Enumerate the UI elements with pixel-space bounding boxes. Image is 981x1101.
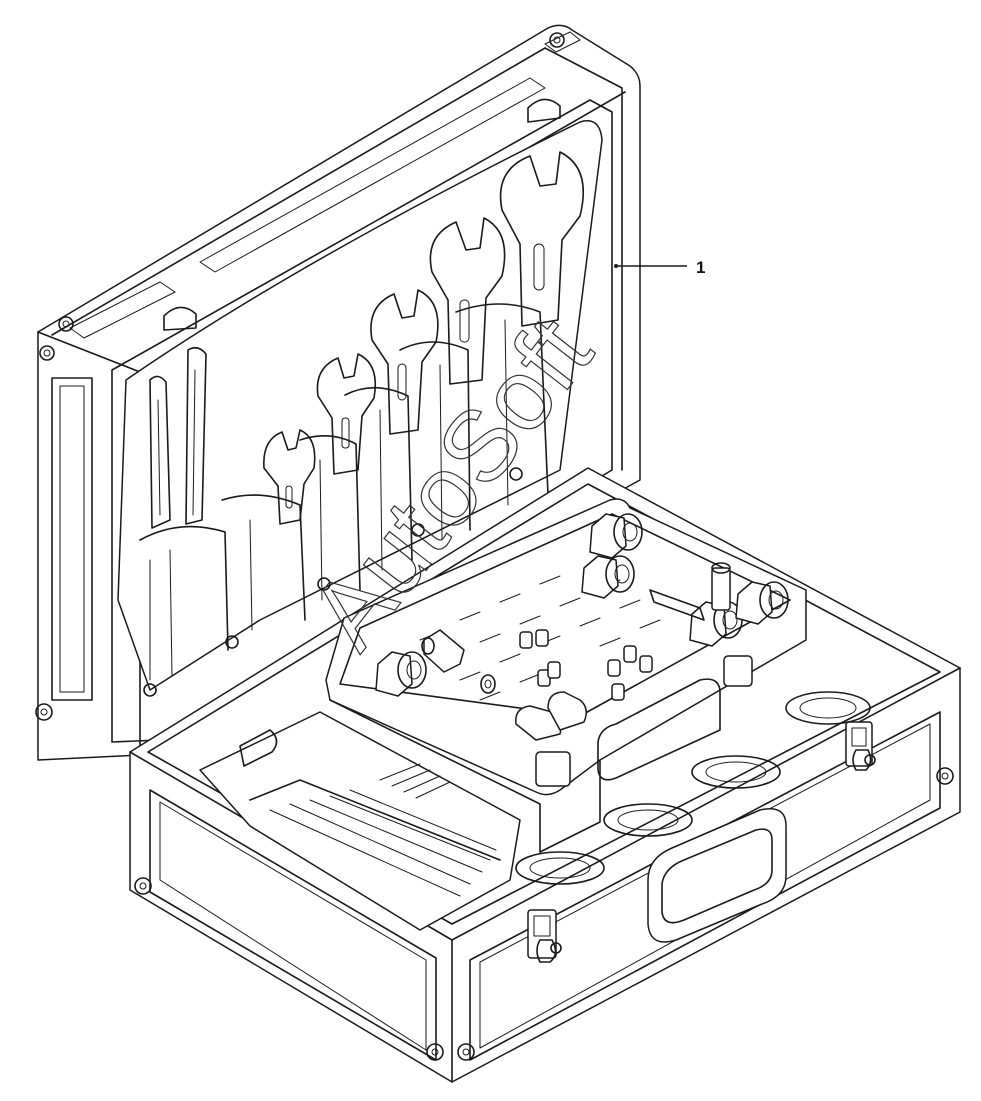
hex-nut-fitting bbox=[581, 555, 635, 599]
fitting-recesses bbox=[515, 691, 871, 885]
callout-1: 1 bbox=[614, 258, 705, 277]
wrench-5 bbox=[499, 151, 584, 327]
wrench-set bbox=[263, 151, 584, 525]
hex-nut-fitting bbox=[735, 581, 789, 625]
wrench-4 bbox=[429, 217, 506, 385]
hex-nut-fitting bbox=[589, 513, 643, 559]
latch-right bbox=[845, 721, 876, 771]
hex-nut-fitting bbox=[375, 651, 427, 697]
tee-fitting bbox=[649, 562, 731, 621]
wrench-1 bbox=[263, 429, 316, 525]
hex-key-set bbox=[199, 711, 521, 931]
carry-handle bbox=[647, 808, 787, 943]
cap-fittings bbox=[515, 691, 587, 741]
pliers bbox=[149, 346, 207, 529]
fittings bbox=[375, 513, 789, 741]
adapter-fitting bbox=[421, 629, 465, 673]
wrench-2 bbox=[316, 353, 377, 475]
small-unions bbox=[480, 629, 653, 701]
wrench-3 bbox=[370, 289, 439, 435]
latch-left bbox=[527, 909, 562, 963]
callout-1-number: 1 bbox=[696, 258, 705, 277]
